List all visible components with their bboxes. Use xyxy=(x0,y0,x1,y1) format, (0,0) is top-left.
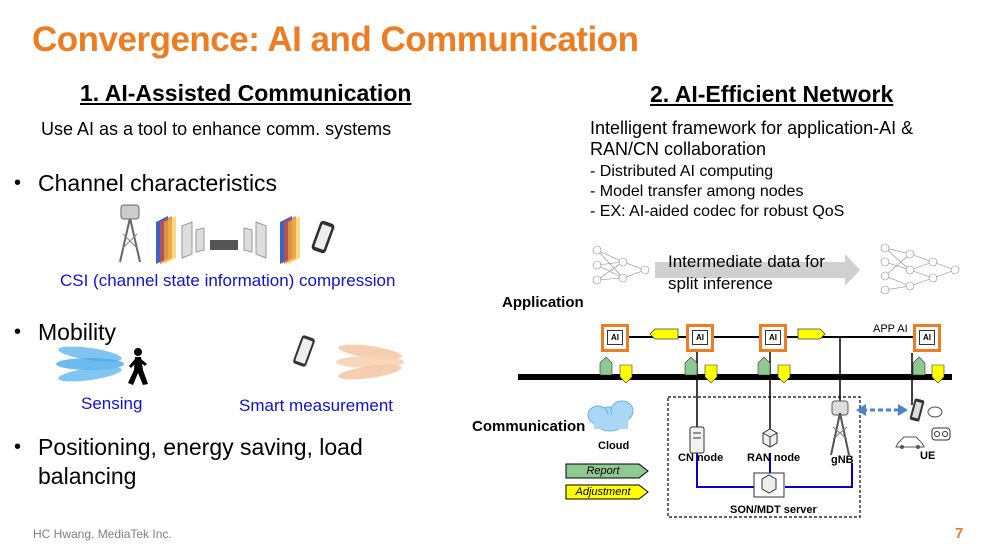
report-arrow-icon xyxy=(565,463,649,479)
server-icon xyxy=(689,426,705,454)
smart-measurement-illustration xyxy=(293,335,404,380)
phone-icon xyxy=(311,220,335,254)
page-number: 7 xyxy=(955,525,964,542)
beam-icon xyxy=(56,346,124,382)
left-heading: 1. AI-Assisted Communication xyxy=(80,80,412,106)
neural-network-icon xyxy=(880,243,960,295)
legend-adjustment-text: Adjustment xyxy=(575,486,631,498)
ai-chip-cn: AI xyxy=(686,324,714,352)
bullet-positioning-text: Positioning, energy saving, load balanci… xyxy=(38,434,363,489)
walking-person-icon xyxy=(128,348,148,385)
smart-measurement-caption: Smart measurement xyxy=(239,396,393,415)
ai-chip-label: AI xyxy=(765,330,781,345)
communication-label: Communication xyxy=(472,418,586,435)
tower-icon xyxy=(830,400,850,456)
gnb-label: gNB xyxy=(831,454,854,466)
sensing-caption: Sensing xyxy=(81,394,143,413)
intermediate-line1: Intermediate data for xyxy=(668,252,825,271)
bullet-dot: • xyxy=(14,321,22,343)
ai-chip-label: AI xyxy=(607,330,623,345)
network-diagram xyxy=(518,328,952,518)
split-inference-illustration xyxy=(592,243,960,295)
ai-chip-label: AI xyxy=(692,330,708,345)
app-ai-label: APP AI xyxy=(873,323,908,335)
gamepad-icon xyxy=(927,406,943,418)
cloud-label: Cloud xyxy=(598,440,630,452)
cn-node-label: CN node xyxy=(678,452,724,464)
application-label: Application xyxy=(502,294,584,311)
right-heading: 2. AI-Efficient Network xyxy=(650,81,894,107)
bullet-dot: • xyxy=(14,172,22,194)
ai-chip-label: AI xyxy=(919,330,935,345)
car-icon xyxy=(895,436,925,449)
slide-title: Convergence: AI and Communication xyxy=(32,20,639,59)
report-adjust-arrows xyxy=(599,356,945,384)
arrow-icon xyxy=(898,404,908,416)
neural-network-icon xyxy=(592,245,650,285)
ran-cn-boundary xyxy=(667,396,861,518)
ai-chip-ue: AI xyxy=(913,324,941,352)
bullet-channel: • Channel characteristics xyxy=(14,169,418,198)
ran-node-label: RAN node xyxy=(747,452,801,464)
legend-adjustment: Adjustment xyxy=(565,484,649,500)
bullet-dot: • xyxy=(14,436,22,458)
tower-icon xyxy=(119,204,141,263)
encoder-decoder-figure xyxy=(156,216,300,264)
right-item-1: - Distributed AI computing xyxy=(590,163,774,180)
adjustment-arrow-icon xyxy=(565,484,649,500)
right-intro-line2: RAN/CN collaboration xyxy=(590,139,767,159)
intermediate-line2: split inference xyxy=(668,274,773,293)
legend-report: Report xyxy=(565,463,649,479)
phone-icon xyxy=(293,335,315,367)
bullet-mobility: • Mobility xyxy=(14,318,418,347)
csi-caption: CSI (channel state information) compress… xyxy=(60,271,396,290)
left-subtitle: Use AI as a tool to enhance comm. system… xyxy=(41,119,392,139)
footer-text: HC Hwang, MediaTek Inc. xyxy=(33,527,172,541)
ai-chip-cloud: AI xyxy=(601,324,629,352)
adjustment-arrow-icon xyxy=(797,328,826,340)
adjustment-arrow-icon xyxy=(649,328,679,340)
sensing-illustration xyxy=(56,346,148,385)
legend-report-text: Report xyxy=(586,465,620,477)
bullet-mobility-text: Mobility xyxy=(38,319,116,345)
ai-chip-ran: AI xyxy=(759,324,787,352)
right-item-2: - Model transfer among nodes xyxy=(590,183,804,200)
cloud-icon xyxy=(587,400,634,432)
arrow-icon xyxy=(655,254,860,286)
phone-icon xyxy=(909,398,925,422)
right-item-3: - EX: AI-aided codec for robust QoS xyxy=(590,203,845,220)
beam-icon xyxy=(336,344,404,380)
arrow-icon xyxy=(856,404,866,416)
son-server-label: SON/MDT server xyxy=(730,504,817,516)
server-icon xyxy=(753,472,785,498)
csi-compression-illustration xyxy=(119,204,335,264)
right-intro-line1: Intelligent framework for application-AI… xyxy=(590,118,914,138)
ue-label: UE xyxy=(920,450,936,462)
bullet-channel-text: Channel characteristics xyxy=(38,170,278,196)
cube-icon xyxy=(762,428,778,448)
bullet-positioning: • Positioning, energy saving, load balan… xyxy=(14,433,408,491)
vr-headset-icon xyxy=(931,427,951,441)
